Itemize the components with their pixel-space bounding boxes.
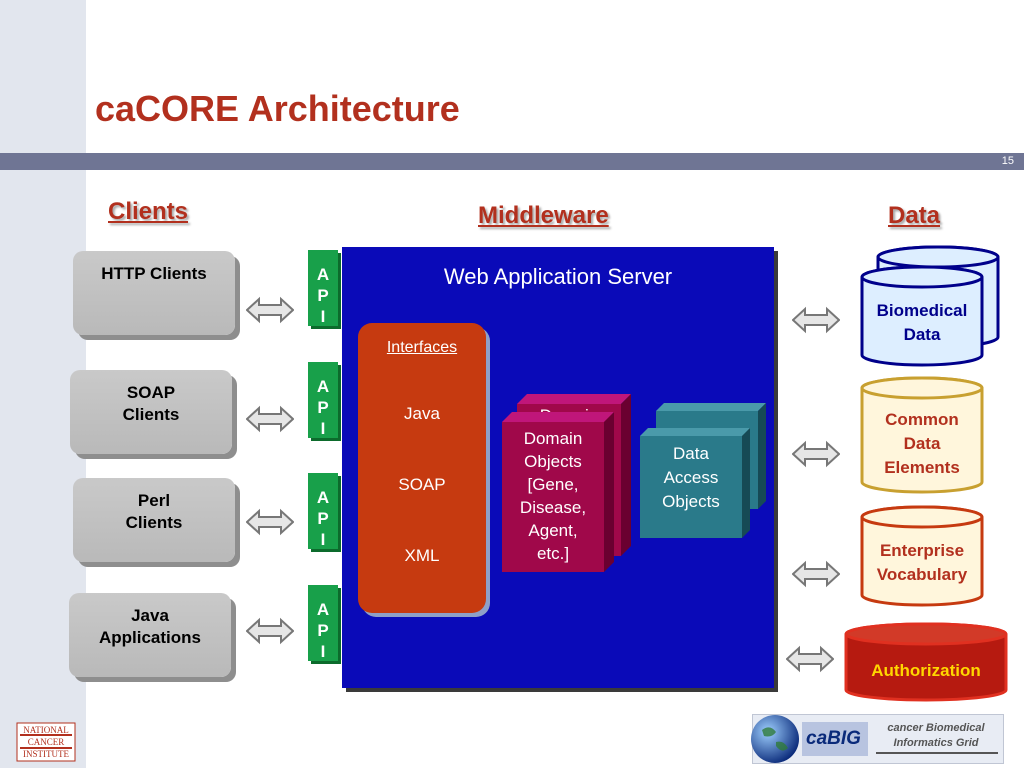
globe-icon: [751, 715, 799, 763]
cabig-underline: [876, 752, 998, 754]
common-data-elements-cylinder: [860, 376, 984, 494]
double-arrow-icon: [246, 617, 294, 645]
interfaces-panel: [358, 323, 486, 613]
api-bar: A P I: [308, 473, 338, 549]
double-arrow-icon: [792, 306, 840, 334]
middleware-header: Middleware: [478, 202, 609, 229]
biomedical-data-label: Biomedical Data: [876, 301, 968, 344]
common-data-elements-label: Common Data Elements: [884, 410, 960, 477]
java-applications-box: Java Applications: [69, 593, 231, 677]
double-arrow-icon: [786, 645, 834, 673]
nci-logo-text: NATIONAL CANCER INSTITUTE: [23, 725, 69, 759]
http-clients-box: HTTP Clients: [73, 251, 235, 335]
biomedical-data-cylinder: [860, 245, 1000, 367]
api-bar: A P I: [308, 362, 338, 438]
clients-header: Clients: [108, 198, 189, 225]
double-arrow-icon: [246, 296, 294, 324]
api-bar: A P I: [308, 250, 338, 326]
cabig-tagline-1: cancer Biomedical: [887, 722, 985, 734]
interface-java: Java: [404, 404, 440, 423]
domain-objects-label: Domain Objects [Gene, Disease, Agent, et…: [519, 429, 587, 563]
cabig-tagline-2: Informatics Grid: [893, 737, 979, 749]
interfaces-heading: Interfaces: [386, 339, 458, 356]
cabig-wordmark-bg: [802, 722, 868, 756]
interface-xml: XML: [404, 546, 440, 565]
double-arrow-icon: [246, 405, 294, 433]
data-access-label: Data Access Objects: [662, 444, 720, 511]
nci-logo: NATIONAL CANCER INSTITUTE: [16, 722, 76, 762]
perl-clients-box: Perl Clients: [73, 478, 235, 562]
nci-logo-graphic: [16, 722, 76, 762]
double-arrow-icon: [246, 508, 294, 536]
slide-title: caCORE Architecture: [95, 88, 460, 129]
domain-objects-card: [502, 412, 614, 572]
title-bar: [0, 153, 1024, 170]
double-arrow-icon: [792, 440, 840, 468]
server-title: Web Application Server: [443, 264, 673, 289]
slide-number: 15: [1001, 155, 1014, 167]
api-bar: A P I: [308, 585, 338, 661]
cabig-wordmark: caBIG: [806, 728, 861, 749]
authorization-label: Authorization: [871, 661, 981, 680]
interface-soap: SOAP: [398, 475, 446, 494]
authorization-cylinder: [844, 622, 1008, 702]
data-access-card: [640, 428, 750, 538]
soap-clients-box: SOAP Clients: [70, 370, 232, 454]
enterprise-vocabulary-cylinder: [860, 505, 984, 607]
data-header: Data: [888, 202, 941, 229]
enterprise-vocabulary-label: Enterprise Vocabulary: [876, 541, 968, 584]
double-arrow-icon: [792, 560, 840, 588]
